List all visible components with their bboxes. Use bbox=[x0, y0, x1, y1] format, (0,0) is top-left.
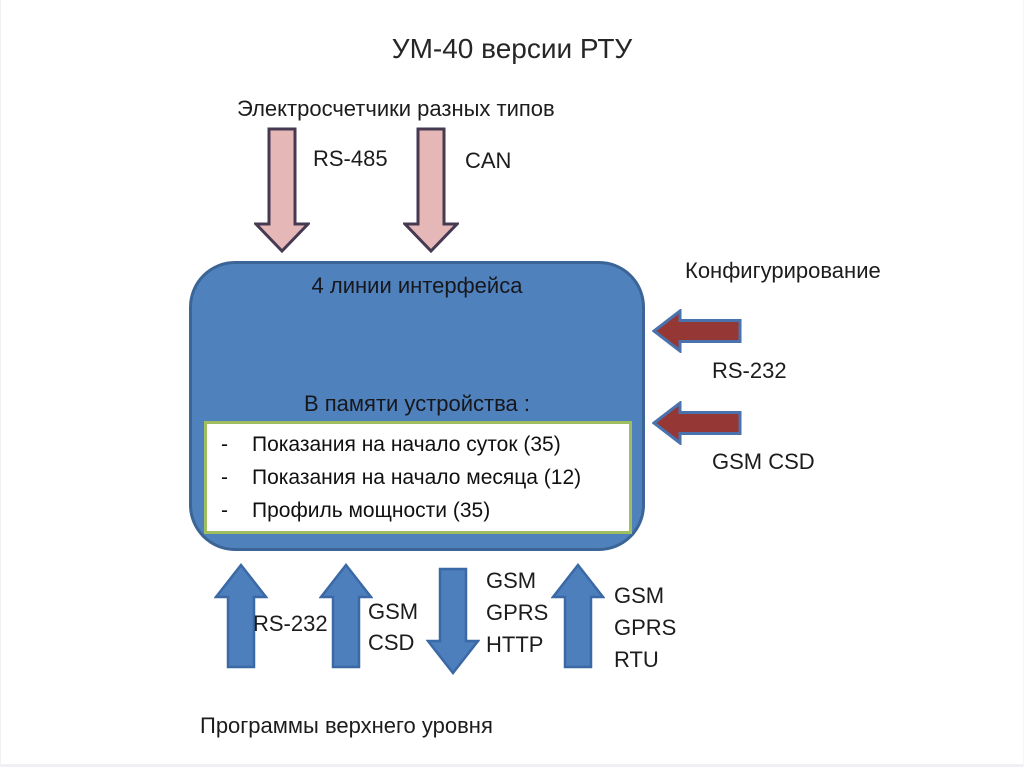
memory-item-text: Профиль мощности (35) bbox=[252, 499, 491, 522]
gsm-gprs-rtu-up-arrow-icon bbox=[551, 563, 605, 669]
rs232-up-arrow-icon bbox=[214, 563, 268, 669]
page-title: УМ-40 версии РТУ bbox=[391, 33, 633, 64]
bullet-marker: - bbox=[221, 433, 228, 456]
slide-bottom-edge bbox=[1, 764, 1023, 767]
gsm-csd-bottom-label: GSM CSD bbox=[368, 599, 419, 655]
gsm-gprs-http-label: GSM GPRS HTTP bbox=[486, 568, 549, 657]
list-item: - Профиль мощности (35) bbox=[221, 494, 629, 527]
gsm-gprs-http-down-arrow-icon bbox=[426, 567, 480, 675]
gsm-csd-up-arrow-icon bbox=[319, 563, 373, 669]
bullet-marker: - bbox=[221, 466, 228, 489]
can-down-arrow-icon bbox=[403, 127, 459, 253]
bullet-marker: - bbox=[221, 499, 228, 522]
gsm-csd-config-label: GSM CSD bbox=[712, 449, 815, 474]
device-box: 4 линии интерфейса В памяти устройства :… bbox=[189, 261, 645, 551]
list-item: - Показания на начало месяца (12) bbox=[221, 461, 629, 494]
top-source-label: Электросчетчики разных типов bbox=[237, 96, 555, 121]
list-item: - Показания на начало суток (35) bbox=[221, 428, 629, 461]
rs485-down-arrow-icon bbox=[254, 127, 310, 253]
gsm-gprs-rtu-label: GSM GPRS RTU bbox=[614, 583, 677, 672]
can-label: CAN bbox=[465, 148, 512, 173]
rs485-label: RS-485 bbox=[313, 146, 388, 171]
interfaces-label: 4 линии интерфейса bbox=[311, 273, 523, 298]
configuration-label: Конфигурирование bbox=[685, 258, 881, 283]
memory-list-box: - Показания на начало суток (35) - Показ… bbox=[204, 421, 632, 534]
memory-item-text: Показания на начало месяца (12) bbox=[252, 466, 582, 489]
gsm-csd-left-arrow-icon bbox=[652, 401, 742, 445]
bottom-programs-label: Программы верхнего уровня bbox=[200, 713, 493, 738]
memory-item-text: Показания на начало суток (35) bbox=[252, 433, 561, 456]
rs232-config-label: RS-232 bbox=[712, 358, 787, 383]
rs232-bottom-label: RS-232 bbox=[253, 611, 328, 636]
rs232-left-arrow-icon bbox=[652, 309, 742, 353]
memory-title: В памяти устройства : bbox=[303, 391, 530, 416]
